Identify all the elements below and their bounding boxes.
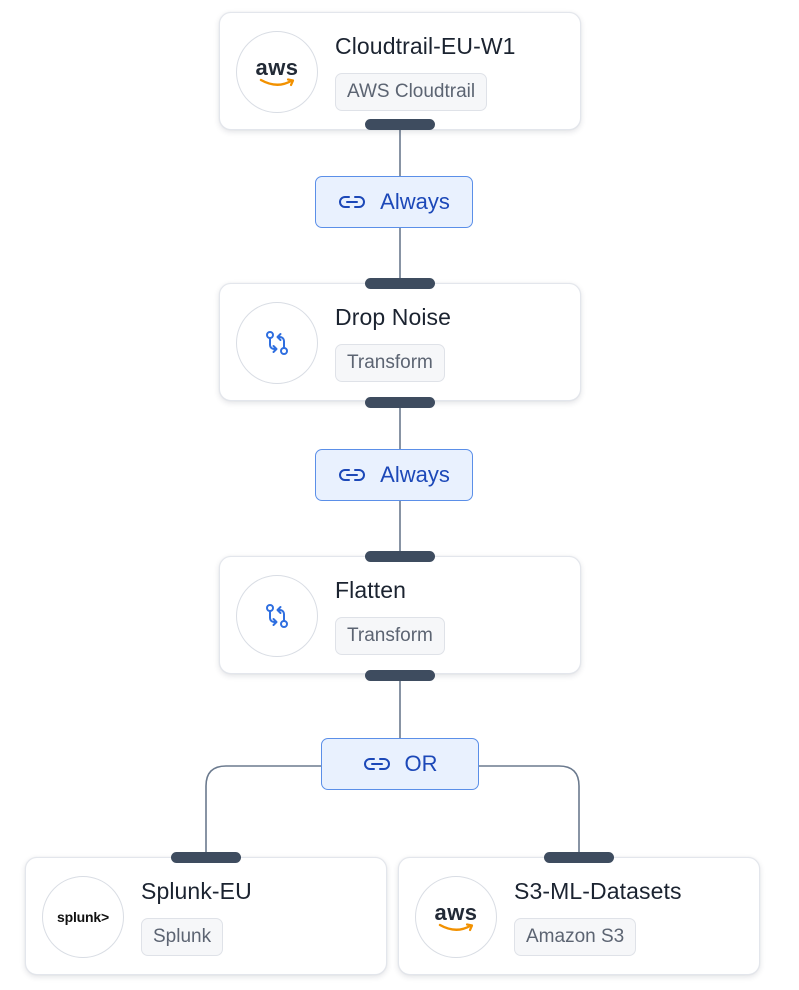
link-icon	[339, 196, 366, 208]
connector-or-to-splunk	[205, 765, 321, 857]
aws-logo-text: aws	[434, 900, 478, 925]
input-port-splunk-eu[interactable]	[171, 852, 241, 863]
connector-or-to-s3	[479, 765, 580, 857]
node-type-tag: Transform	[335, 344, 445, 382]
node-flatten[interactable]: Flatten Transform	[219, 556, 581, 674]
node-title: Drop Noise	[335, 304, 452, 330]
condition-label: Always	[380, 462, 450, 487]
node-splunk-eu[interactable]: splunk> Splunk-EU Splunk	[25, 857, 387, 975]
node-title: Splunk-EU	[141, 878, 252, 904]
input-port-flatten[interactable]	[365, 551, 435, 562]
node-cloudtrail-eu-w1[interactable]: aws Cloudtrail-EU-W1 AWS Cloudtrail	[219, 12, 581, 130]
input-port-drop-noise[interactable]	[365, 278, 435, 289]
condition-always-1[interactable]: Always	[315, 176, 473, 228]
link-icon	[339, 469, 366, 481]
node-type-tag: AWS Cloudtrail	[335, 73, 488, 111]
output-port-drop-noise[interactable]	[365, 397, 435, 408]
splunk-logo-text: splunk>	[57, 909, 109, 925]
node-type-tag: Splunk	[141, 918, 224, 956]
aws-logo-icon: aws	[236, 31, 318, 113]
condition-or[interactable]: OR	[321, 738, 479, 790]
node-type-tag: Amazon S3	[514, 918, 637, 956]
aws-logo-icon: aws	[415, 876, 497, 958]
transform-icon	[236, 575, 318, 657]
node-s3-ml-datasets[interactable]: aws S3-ML-Datasets Amazon S3	[398, 857, 760, 975]
output-port-flatten[interactable]	[365, 670, 435, 681]
condition-label: OR	[404, 751, 438, 776]
input-port-s3-ml-datasets[interactable]	[544, 852, 614, 863]
splunk-logo-icon: splunk>	[42, 876, 124, 958]
node-title: Cloudtrail-EU-W1	[335, 33, 516, 59]
node-title: Flatten	[335, 577, 407, 603]
node-drop-noise[interactable]: Drop Noise Transform	[219, 283, 581, 401]
aws-logo-text: aws	[255, 55, 299, 80]
node-type-tag: Transform	[335, 617, 445, 655]
condition-always-2[interactable]: Always	[315, 449, 473, 501]
link-icon	[363, 758, 390, 770]
output-port-cloudtrail[interactable]	[365, 119, 435, 130]
transform-icon	[236, 302, 318, 384]
condition-label: Always	[380, 189, 450, 214]
node-title: S3-ML-Datasets	[514, 878, 682, 904]
